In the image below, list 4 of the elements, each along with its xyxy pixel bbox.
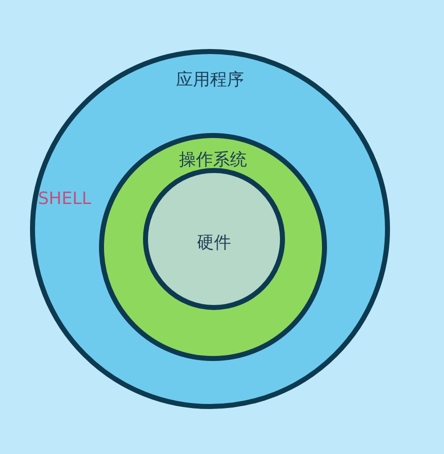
- circle-label: 操作系统: [178, 149, 248, 171]
- item-label: SHELL: [38, 189, 92, 209]
- circle-label: 应用程序: [175, 69, 245, 91]
- circle-label: 硬件: [196, 232, 232, 254]
